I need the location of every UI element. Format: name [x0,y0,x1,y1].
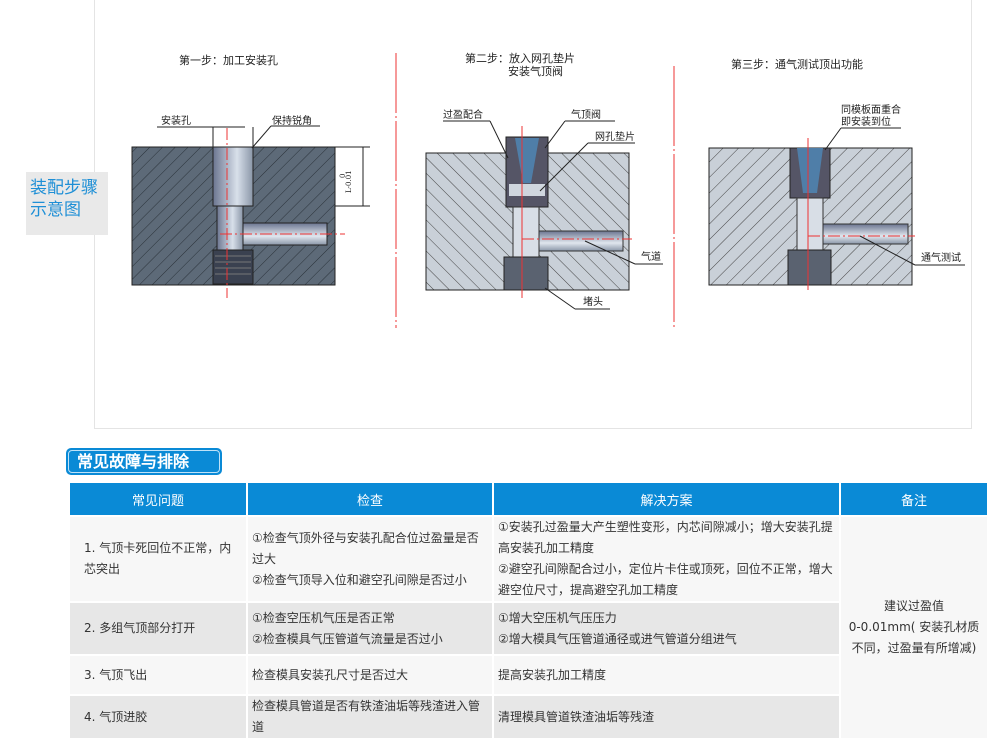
solution-item: ②避空孔间隙配合过小，定位片卡住或顶死，回位不正常，增大避空位尺寸，提高避空孔加… [498,562,833,597]
assembly-steps-label: 装配步骤示意图 [26,172,108,235]
svg-text:0: 0 [339,174,347,178]
solution-item: ②增大模具气压管道通径或进气管道分组进气 [498,631,737,646]
problem-cell: 3. 气顶飞出 [70,656,246,696]
svg-text:气道: 气道 [641,250,661,263]
table-row: 3. 气顶飞出 检查模具安装孔尺寸是否过大 提高安装孔加工精度 [70,656,987,696]
svg-text:安装气顶阀: 安装气顶阀 [508,64,563,78]
assembly-diagram-panel: 第一步：加工安装孔 安装孔 保持锐角 L-0.01 0 第二步：放入网孔垫片 安… [94,0,972,429]
step2-drawing: 第二步：放入网孔垫片 安装气顶阀 过盈配合 气顶阀 网孔垫片 气道 堵头 [425,51,663,310]
table-row: 4. 气顶进胶 检查模具管道是否有铁渣油垢等残渣进入管道 清理模具管道铁渣油垢等… [70,696,987,740]
table-row: 1. 气顶卡死回位不正常，内芯突出 ①检查气顶外径与安装孔配合位过盈量是否过大 ②… [70,517,987,740]
step3-drawing: 第三步：通气测试顶出功能 同模板面重合 即安装到位 通气测试 [708,57,965,290]
section-title: 常见故障与排除 [68,450,220,473]
check-cell: 检查模具安装孔尺寸是否过大 [248,656,492,696]
problem-cell: 1. 气顶卡死回位不正常，内芯突出 [70,517,246,603]
svg-text:第二步：放入网孔垫片: 第二步：放入网孔垫片 [465,51,575,65]
svg-text:通气测试: 通气测试 [921,251,961,264]
check-item: ①检查气顶外径与安装孔配合位过盈量是否过大 [252,530,479,566]
note-line: 建议过盈值 [883,599,944,613]
check-item: ①检查空压机气压是否正常 [252,610,395,625]
solution-cell: ①增大空压机气压压力 ②增大模具气压管道通径或进气管道分组进气 [494,603,839,656]
solution-item: ①增大空压机气压压力 [498,610,617,625]
svg-text:保持锐角: 保持锐角 [272,114,312,127]
svg-text:第一步：加工安装孔: 第一步：加工安装孔 [179,53,278,67]
check-cell: ①检查空压机气压是否正常 ②检查模具气压管道气流量是否过小 [248,603,492,656]
assembly-steps-drawing: 第一步：加工安装孔 安装孔 保持锐角 L-0.01 0 第二步：放入网孔垫片 安… [131,51,965,328]
problem-cell: 4. 气顶进胶 [70,696,246,740]
check-cell: ①检查气顶外径与安装孔配合位过盈量是否过大 ②检查气顶导入位和避空孔间隙是否过小 [248,517,492,603]
svg-text:即安装到位: 即安装到位 [841,115,891,128]
troubleshooting-table: 常见问题 检查 解决方案 备注 1. 气顶卡死回位不正常，内芯突出 ①检查气顶外… [68,483,989,740]
svg-text:L-0.01: L-0.01 [345,170,353,193]
check-cell: 检查模具管道是否有铁渣油垢等残渣进入管道 [248,696,492,740]
header-problem: 常见问题 [70,483,246,517]
table-header-row: 常见问题 检查 解决方案 备注 [70,483,987,517]
svg-text:堵头: 堵头 [583,295,603,308]
solution-cell: ①安装孔过盈量大产生塑性变形，内芯间隙减小；增大安装孔提高安装孔加工精度 ②避空孔… [494,517,839,603]
solution-cell: 清理模具管道铁渣油垢等残渣 [494,696,839,740]
svg-text:第三步：通气测试顶出功能: 第三步：通气测试顶出功能 [731,57,863,71]
check-item: ②检查气顶导入位和避空孔间隙是否过小 [252,572,467,587]
note-cell: 建议过盈值 0-0.01mm( 安装孔材质不同，过盈量有所增减) [841,517,987,740]
problem-cell: 2. 多组气顶部分打开 [70,603,246,656]
note-line: 0-0.01mm( 安装孔材质不同，过盈量有所增减) [848,620,980,655]
svg-text:同模板面重合: 同模板面重合 [841,103,901,116]
svg-text:安装孔: 安装孔 [161,114,191,127]
svg-text:气顶阀: 气顶阀 [571,108,601,121]
table-row: 2. 多组气顶部分打开 ①检查空压机气压是否正常 ②检查模具气压管道气流量是否过小… [70,603,987,656]
header-solution: 解决方案 [494,483,839,517]
section-title-badge: 常见故障与排除 [66,448,222,475]
header-check: 检查 [248,483,492,517]
check-item: ②检查模具气压管道气流量是否过小 [252,631,443,646]
solution-cell: 提高安装孔加工精度 [494,656,839,696]
step1-drawing: 第一步：加工安装孔 安装孔 保持锐角 L-0.01 0 [131,53,370,298]
solution-item: ①安装孔过盈量大产生塑性变形，内芯间隙减小；增大安装孔提高安装孔加工精度 [498,520,833,555]
header-note: 备注 [841,483,987,517]
svg-text:网孔垫片: 网孔垫片 [595,130,635,143]
svg-text:过盈配合: 过盈配合 [443,108,483,121]
